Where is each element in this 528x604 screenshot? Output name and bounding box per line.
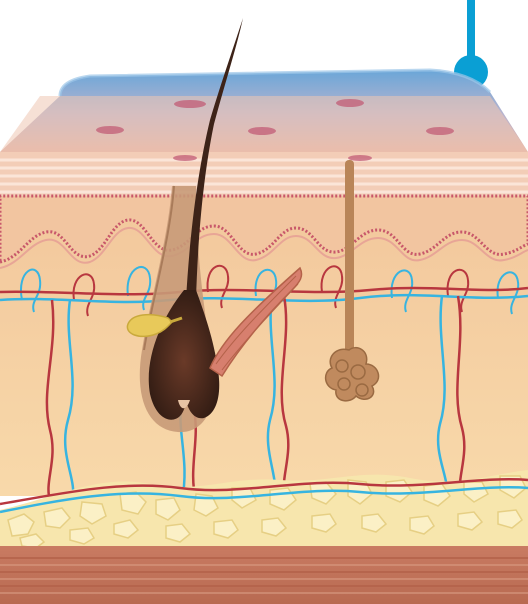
muscle-layer [0, 546, 528, 604]
